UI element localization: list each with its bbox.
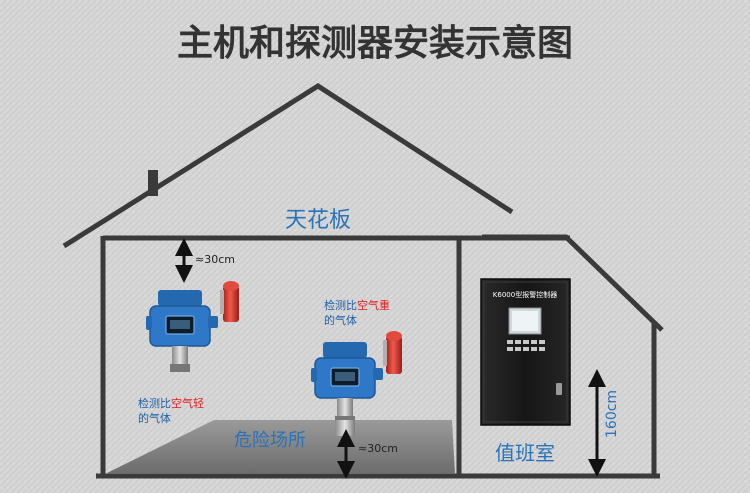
light-gas-note-line2: 的气体 [138,411,171,425]
alarm-beacon-icon [220,281,239,322]
hazard-floor [105,420,455,474]
duty-room-label: 值班室 [495,441,555,465]
ceiling-label: 天花板 [285,208,351,233]
alarm-beacon-icon [383,331,402,374]
heavy-gas-note-line2: 的气体 [324,313,357,327]
page-title: 主机和探测器安装示意图 [177,23,573,64]
controller-height: 160cm [604,390,620,438]
floor-distance: ≈30cm [358,442,398,455]
alarm-controller-icon [480,278,571,426]
controller-name: K6000型报警控制器 [493,290,557,299]
ceiling-distance: ≈30cm [195,253,235,266]
heavy-gas-note-line1: 检测比空气重 [324,298,390,312]
hazard-area-label: 危险场所 [234,430,306,451]
light-gas-note-line1: 检测比空气轻 [138,396,204,410]
